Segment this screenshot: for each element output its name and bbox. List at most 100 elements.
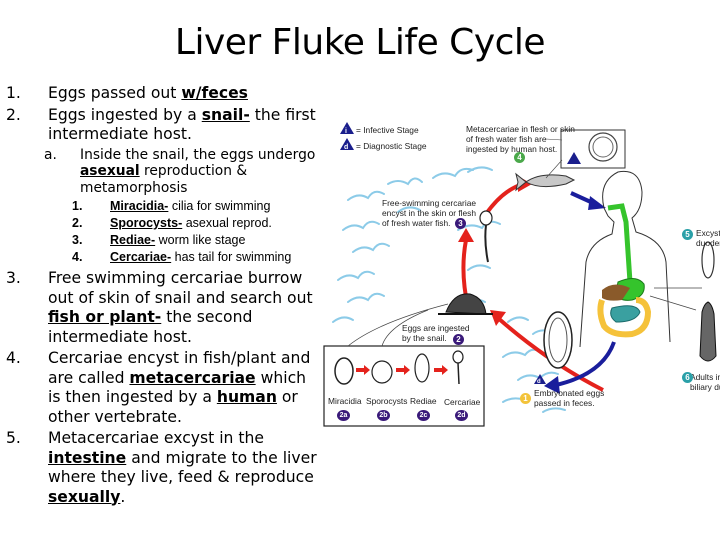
substage-term: Cercariae-: [110, 250, 172, 264]
stage-1-badge: 1: [520, 393, 531, 404]
life-cycle-steps: 1. Eggs passed out w/feces 2. Eggs inges…: [0, 84, 318, 509]
cercaria-icon: [479, 210, 493, 263]
arrow-head-icon: [588, 196, 606, 210]
step-text: Inside the snail, the eggs undergo: [80, 146, 316, 163]
step-text: the second intermediate host.: [48, 308, 253, 346]
legend-infective: = Infective Stage: [356, 125, 419, 135]
stage-2-label: Eggs are ingested by the snail.: [402, 323, 470, 343]
step-text: or other vertebrate.: [48, 388, 298, 426]
step-number: a.: [44, 146, 57, 163]
step-2a: a. Inside the snail, the eggs undergo as…: [0, 147, 318, 197]
substage-number: 2.: [72, 216, 83, 230]
diagnostic-triangle-icon: [340, 138, 354, 150]
step-number: 1.: [6, 84, 21, 102]
stage-6-badge: 6: [682, 372, 693, 383]
step-keyword: asexual: [80, 163, 140, 179]
substage-desc: cilia for swimming: [168, 199, 271, 213]
large-intestine: [597, 297, 652, 338]
stage-6-label: Adults in biliary duct: [690, 372, 720, 392]
step-3: 3. Free swimming cercariae burrow out of…: [0, 269, 318, 347]
substage-arrows: [356, 365, 448, 375]
substage-desc: worm like stage: [155, 233, 246, 247]
substage-item: 4.Cercariae- has tail for swimming: [0, 249, 318, 266]
page-title: Liver Fluke Life Cycle: [174, 22, 546, 63]
stage-4-badge: 4: [514, 152, 525, 163]
substage-term: Sporocysts-: [110, 216, 183, 230]
step-2: 2. Eggs ingested by a snail- the first i…: [0, 106, 318, 145]
substage-desc: asexual reprod.: [182, 216, 272, 230]
fish-icon: [515, 172, 576, 192]
step-text: Cercariae encyst in fish/plant and are c…: [48, 349, 311, 387]
step-number: 4.: [6, 349, 21, 367]
excysted-fluke-icon: [701, 241, 715, 279]
step-number: 2.: [6, 105, 21, 124]
cercaria-small-icon: [452, 350, 464, 385]
substage-label: Rediae: [410, 396, 437, 406]
svg-text:d: d: [537, 379, 541, 385]
water-waves: [332, 166, 566, 413]
diagnostic-triangle-icon: [534, 374, 546, 384]
stage-3-badge: 3: [455, 218, 466, 229]
step-text: Eggs passed out: [48, 84, 182, 102]
substage-term: Rediae-: [110, 233, 156, 247]
human-body-icon: [579, 170, 671, 348]
step-4: 4. Cercariae encyst in fish/plant and ar…: [0, 349, 318, 427]
stage-2-badge: 2: [453, 334, 464, 345]
arrow-head-icon: [458, 228, 474, 242]
embryonated-egg-icon: [543, 311, 573, 369]
step-keyword: human: [216, 388, 277, 406]
metacercaria-icon: [588, 132, 618, 162]
substage-label: Sporocysts: [366, 396, 408, 406]
infective-triangle-icon: [567, 152, 581, 164]
substage-number: 3.: [72, 233, 83, 247]
diagram-artwork: i d: [323, 122, 717, 427]
substage-badge: 2a: [337, 410, 350, 421]
arrow-head-icon: [490, 310, 506, 326]
step-text: the first intermediate host.: [48, 105, 316, 144]
step-number: 5.: [6, 429, 21, 447]
step-keyword: w/feces: [181, 84, 248, 102]
substage-label: Cercariae: [444, 397, 481, 407]
stage-5-label: Excyst in duodenum: [696, 228, 720, 248]
legend-diagnostic: = Diagnostic Stage: [356, 141, 427, 151]
step-5: 5. Metacercariae excyst in the intestine…: [0, 429, 318, 507]
substage-badge: 2d: [455, 410, 468, 421]
substage-badge: 2b: [377, 410, 390, 421]
redia-icon: [414, 353, 430, 383]
arrow-head-icon: [544, 376, 560, 394]
step-keyword: snail-: [201, 105, 250, 124]
esophagus: [607, 203, 633, 283]
life-cycle-diagram: i d: [318, 112, 720, 432]
stage-3-label: Free-swimming cercariae encyst in the sk…: [382, 198, 477, 228]
stage-5-badge: 5: [682, 229, 693, 240]
step-number: 3.: [6, 269, 21, 287]
step-text: Free swimming cercariae burrow out of sk…: [48, 269, 313, 307]
substage-term: Miracidia-: [110, 199, 169, 213]
miracidium-icon: [334, 357, 354, 385]
small-intestine: [610, 305, 641, 323]
substage-label: Miracidia: [328, 396, 362, 406]
infective-symbol: i: [345, 128, 347, 135]
substage-item: 3. Rediae- worm like stage: [0, 232, 318, 249]
diagnostic-symbol: d: [344, 144, 348, 151]
stage-1-label: Embryonated eggs passed in feces.: [534, 388, 605, 408]
step-keyword: fish or plant-: [48, 308, 162, 326]
substage-item: 2. Sporocysts- asexual reprod.: [0, 215, 318, 232]
step-keyword: sexually: [48, 487, 121, 506]
step-text: Metacercariae excyst in the: [48, 429, 264, 447]
step-keyword: metacercariae: [129, 368, 256, 387]
substage-item: 1. Miracidia- cilia for swimming: [0, 198, 318, 215]
step-text: which is then ingested by a: [48, 368, 307, 407]
substage-badge: 2c: [417, 410, 430, 421]
step-text: .: [120, 487, 126, 506]
step-text: and migrate to the liver where they live…: [48, 448, 317, 487]
sporocyst-icon: [371, 360, 393, 384]
step-1: 1. Eggs passed out w/feces: [0, 84, 318, 104]
snail-icon: [438, 293, 493, 315]
substage-number: 4.: [72, 250, 83, 264]
step-text: reproduction & metamorphosis: [80, 163, 248, 196]
step-text: Eggs ingested by a: [48, 105, 202, 124]
substage-number: 1.: [72, 199, 83, 213]
step-keyword: intestine: [48, 448, 127, 467]
liver: [602, 284, 630, 301]
